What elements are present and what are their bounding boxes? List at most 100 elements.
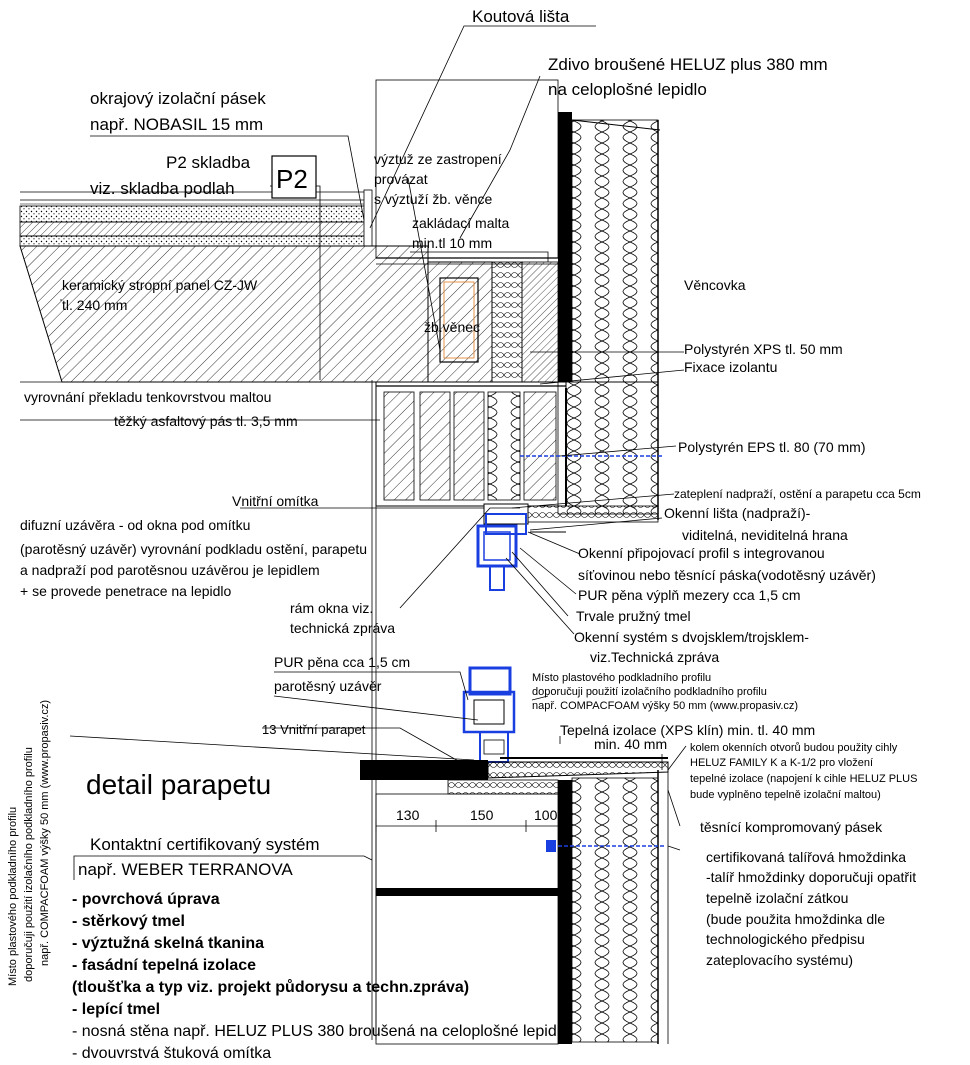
- label-misto-line1: Místo plastového podkladního profilu: [532, 672, 711, 684]
- label-zdivo-line2: na celoplošné lepidlo: [548, 80, 707, 99]
- dimension-100: 100: [534, 807, 558, 823]
- label-polystyren-xps: Polystyrén XPS tl. 50 mm: [684, 341, 843, 357]
- label-kolem-line3: tepelné izolace (napojení k cihle HELUZ …: [690, 773, 917, 785]
- label-vnitrni-omitka: Vnitřní omítka: [232, 493, 319, 509]
- p2-tag: P2: [276, 164, 308, 194]
- label-hmozdinka-line4: (bude použita hmoždinka dle: [706, 911, 885, 927]
- wall-render-lower: [558, 780, 572, 1044]
- label-difuzni-line1: difuzní uzávěra - od okna pod omítku: [20, 517, 250, 533]
- label-tesnici: těsnící kompromovaný pásek: [700, 819, 883, 835]
- label-koutova-lista: Koutová lišta: [472, 7, 570, 26]
- wall-under-sill: [375, 793, 559, 1045]
- lintel-elements: [383, 391, 557, 501]
- label-polystyren-eps: Polystyrén EPS tl. 80 (70 mm): [678, 439, 866, 455]
- label-hmozdinka-line3: tepelně izolační zátkou: [706, 890, 848, 906]
- label-okenni-pripoj-line1: Okenní připojovací profil s integrovanou: [578, 545, 825, 561]
- layer-item-5: (tloušťka a typ viz. projekt půdorysu a …: [72, 979, 469, 996]
- label-p2-skladba-line2: viz. skladba podlah: [90, 179, 235, 198]
- xps-beside-beam: [491, 261, 523, 383]
- facade-insulation-lintel: [557, 381, 659, 515]
- label-zakladaci-line2: min.tl 10 mm: [412, 235, 492, 251]
- labels: Koutová lišta Zdivo broušené HELUZ plus …: [7, 7, 921, 1062]
- label-vyztuz-line1: výztuž ze zastropení: [374, 151, 502, 167]
- layer-item-7: - nosná stěna např. HELUZ PLUS 380 brouš…: [72, 1023, 569, 1040]
- masonry-above: [375, 79, 559, 259]
- label-vencovka: Věncovka: [684, 277, 746, 293]
- layer-item-3: - výztužná skelná tkanina: [72, 935, 264, 952]
- window-head-profile: [476, 503, 566, 591]
- label-misto-line2: doporučuji použití izolačního podkladníh…: [532, 686, 767, 698]
- label-asfaltovy: těžký asfaltový pás tl. 3,5 mm: [114, 413, 298, 429]
- sill-structure: [360, 666, 669, 1045]
- edge-insulation-strip: [363, 189, 373, 247]
- label-zatepleni: zateplení nadpraží, ostění a parapetu cc…: [674, 487, 921, 501]
- label-okenni-system-line1: Okenní systém s dvojsklem/trojsklem-: [574, 629, 809, 645]
- leader-lines: [20, 25, 687, 880]
- dimension-130: 130: [396, 807, 420, 823]
- vencovka-brick: [521, 261, 559, 383]
- label-difuzni-line4: + se provede penetrace na lepidlo: [20, 583, 232, 599]
- label-zakladaci-line1: zakládací malta: [412, 215, 509, 231]
- label-kontaktni-line2: např. WEBER TERRANOVA: [78, 860, 293, 879]
- label-pur-mezery: PUR pěna výplň mezery cca 1,5 cm: [578, 587, 801, 603]
- label-vyztuz-line2: provázat: [374, 171, 428, 187]
- label-hmozdinka-line1: certifikovaná talířová hmoždinka: [706, 849, 906, 865]
- layer-item-4: - fasádní tepelná izolace: [72, 957, 256, 974]
- label-misto-line3: např. COMPACFOAM výšky 50 mm (www.propas…: [532, 700, 798, 712]
- facade-insulation-upper: [571, 119, 659, 383]
- label-okenni-lista-line2: viditelná, neviditelná hrana: [682, 527, 848, 543]
- label-ram-line1: rám okna viz.: [290, 600, 373, 616]
- label-parotesny: parotěsný uzávěr: [274, 678, 382, 694]
- vertical-note-line3: např. COMPACFOAM výšky 50 mm (www.propas…: [39, 700, 51, 966]
- label-tepelna-izolace: Tepelná izolace (XPS klín) min. tl. 40 m…: [560, 722, 815, 738]
- label-okenni-lista-line1: Okenní lišta (nadpraží)-: [664, 505, 811, 521]
- floor-screed: [19, 205, 369, 223]
- label-difuzni-line3: a nadpraží pod parotěsnou uzávěrou je le…: [20, 562, 320, 578]
- label-fixace: Fixace izolantu: [684, 359, 777, 375]
- label-difuzni-line2: (parotěsný uzávěr) vyrovnání podkladu os…: [20, 541, 367, 557]
- dimension-line: [375, 820, 567, 832]
- floor-layer: [19, 221, 369, 237]
- vertical-note-line2: doporučuji použití izolačního podkladníh…: [23, 747, 35, 982]
- vertical-note-line1: Místo plastového podkladního profilu: [7, 807, 19, 986]
- ceramic-ceiling-panel: [19, 245, 429, 383]
- label-trvale: Trvale pružný tmel: [576, 608, 691, 624]
- label-hmozdinka-line5: technologického předpisu: [706, 931, 865, 947]
- label-vnitrni-parapet: 13 Vnitřní parapet: [262, 722, 366, 737]
- label-okrajovy-line1: okrajový izolační pásek: [90, 89, 266, 108]
- label-hmozdinka-line6: zateplovacího systému): [706, 952, 853, 968]
- label-okenni-pripoj-line2: síťovinou nebo těsnící páska(vodotěsný u…: [578, 567, 876, 583]
- p2-tag-box: [271, 155, 317, 199]
- label-keramicky-line1: keramický stropní panel CZ-JW: [62, 277, 258, 293]
- xps-wedge: [487, 761, 669, 779]
- label-kolem-line2: HELUZ FAMILY K a K-1/2 pro vložení: [690, 757, 873, 769]
- label-pur-cca: PUR pěna cca 1,5 cm: [274, 654, 410, 670]
- label-kolem-line1: kolem okenních otvorů budou použity cihl…: [690, 742, 898, 754]
- label-detail-parapetu: detail parapetu: [86, 769, 271, 800]
- upper-structure: [19, 79, 662, 1040]
- label-kontaktni-line1: Kontaktní certifikovaný systém: [90, 835, 320, 854]
- label-hmozdinka-line2: -talíř hmoždinky doporučuji opatřit: [706, 869, 916, 885]
- label-ram-line2: technická zpráva: [290, 620, 395, 636]
- label-zdivo-line1: Zdivo broušené HELUZ plus 380 mm: [548, 55, 828, 74]
- label-keramicky-line2: tl. 240 mm: [62, 297, 127, 313]
- label-min40: min. 40 mm: [594, 736, 667, 752]
- sill-insulation: [447, 779, 559, 795]
- label-kolem-line4: bude vyplněno tepelně izolační maltou): [690, 789, 881, 801]
- label-vyrovnani: vyrovnání překladu tenkovrstvou maltou: [24, 389, 271, 405]
- label-vyztuz-line3: s výztuží žb. věnce: [374, 191, 492, 207]
- label-zb-venec: žb.věnec: [424, 319, 480, 335]
- layer-item-1: - povrchová úprava: [72, 891, 220, 908]
- facade-insulation-lower: [571, 777, 659, 1043]
- floor-layer-2: [19, 235, 369, 247]
- dimension-150: 150: [470, 807, 494, 823]
- label-p2-skladba-line1: P2 skladba: [166, 153, 251, 172]
- label-okenni-system-line2: viz.Technická zpráva: [590, 649, 719, 665]
- wall-render: [558, 112, 572, 382]
- layer-item-2: - stěrkový tmel: [72, 913, 185, 930]
- layer-item-8: - dvouvrstvá štuková omítka: [72, 1045, 271, 1062]
- label-okrajovy-line2: např. NOBASIL 15 mm: [90, 115, 263, 134]
- layer-item-6: - lepící tmel: [72, 1001, 160, 1018]
- window-sill-profile: [462, 666, 516, 763]
